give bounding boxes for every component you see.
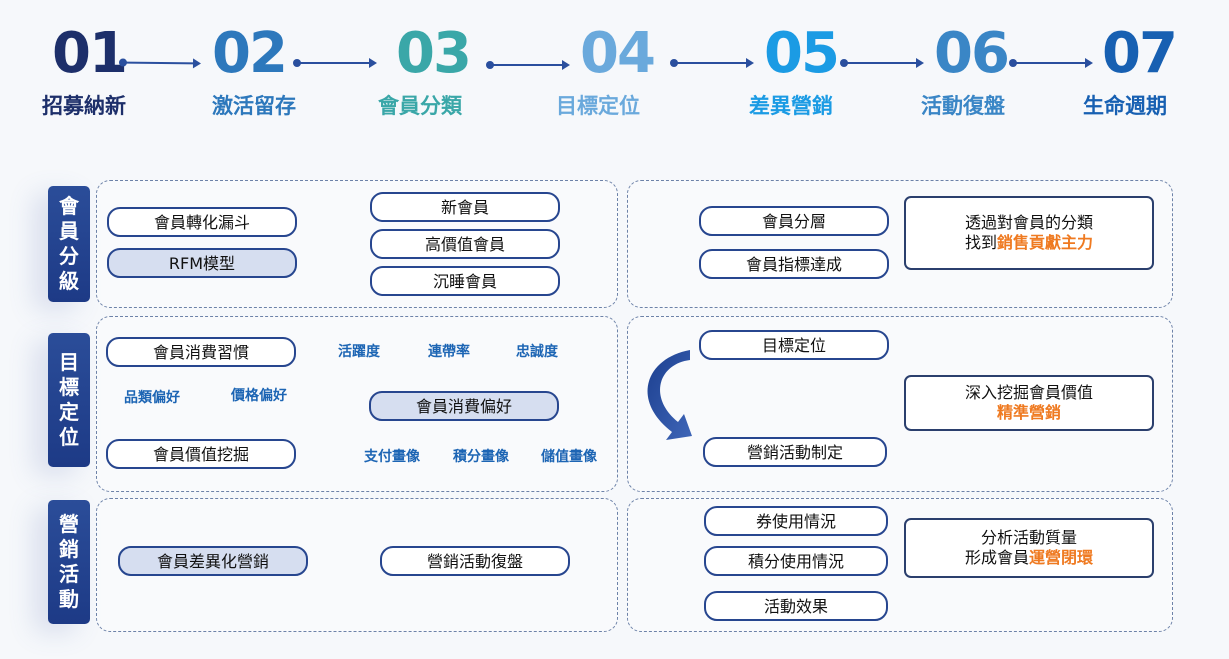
pill-consumption-habits: 會員消費習慣 <box>106 337 296 367</box>
row-tab-label: 目標定位 <box>59 350 79 449</box>
summary-line-2: 精準營銷 <box>906 403 1152 423</box>
connector-arrow-2 <box>293 58 377 68</box>
step-number-2: 02 <box>212 21 288 86</box>
keyword-price-preference: 價格偏好 <box>231 388 287 404</box>
row-tab-target-positioning: 目標定位 <box>48 333 90 467</box>
keyword-activity: 活躍度 <box>338 344 380 360</box>
summary-prefix: 形成會員 <box>964 548 1029 567</box>
row-tab-label: 營銷活動 <box>59 512 79 611</box>
summary-box-campaign: 分析活動質量 形成會員運營閉環 <box>904 518 1154 578</box>
step-label-3: 會員分類 <box>378 94 462 118</box>
summary-line-2: 找到銷售貢獻主力 <box>906 233 1152 253</box>
row-tab-member-tiering: 會員分級 <box>48 186 90 302</box>
connector-arrow-3 <box>486 60 570 70</box>
summary-prefix: 找到 <box>964 233 997 252</box>
summary-highlight: 精準營銷 <box>996 403 1061 422</box>
summary-line-1: 分析活動質量 <box>980 528 1077 547</box>
connector-arrow-5 <box>840 58 924 68</box>
connector-arrow-1 <box>118 58 202 69</box>
connector-arrow-4 <box>670 58 754 68</box>
step-label-1: 招募納新 <box>42 94 126 118</box>
keyword-payment-portrait: 支付畫像 <box>364 449 420 465</box>
pill-value-mining: 會員價值挖掘 <box>106 439 296 469</box>
pill-campaign-planning: 營銷活動制定 <box>703 437 887 467</box>
pill-new-member: 新會員 <box>370 192 560 222</box>
connector-arrow-6 <box>1009 58 1093 68</box>
step-number-7: 07 <box>1102 21 1178 86</box>
pill-differentiated-marketing: 會員差異化營銷 <box>118 546 308 576</box>
keyword-loyalty: 忠誠度 <box>516 344 558 360</box>
summary-line-1: 透過對會員的分類 <box>964 213 1093 232</box>
step-number-5: 05 <box>764 21 840 86</box>
keyword-category-preference: 品類偏好 <box>124 390 180 406</box>
step-label-7: 生命週期 <box>1083 94 1167 118</box>
pill-coupon-usage: 券使用情況 <box>704 506 888 536</box>
pill-dormant-member: 沉睡會員 <box>370 266 560 296</box>
pill-member-kpi: 會員指標達成 <box>699 249 889 279</box>
pill-member-layering: 會員分層 <box>699 206 889 236</box>
pill-target-positioning: 目標定位 <box>699 330 889 360</box>
pill-points-usage: 積分使用情況 <box>704 546 888 576</box>
step-number-1: 01 <box>52 21 128 86</box>
keyword-attach-rate: 連帶率 <box>428 344 470 360</box>
step-label-6: 活動復盤 <box>921 94 1005 118</box>
summary-highlight: 運營閉環 <box>1029 548 1094 567</box>
pill-conversion-funnel: 會員轉化漏斗 <box>107 207 297 237</box>
step-label-5: 差異營銷 <box>749 94 833 118</box>
pill-rfm-model: RFM模型 <box>107 248 297 278</box>
summary-line-2: 形成會員運營閉環 <box>906 548 1152 568</box>
pill-high-value-member: 高價值會員 <box>370 229 560 259</box>
summary-line-1: 深入挖掘會員價值 <box>964 383 1093 402</box>
row-tab-label: 會員分級 <box>59 194 79 293</box>
summary-box-positioning: 深入挖掘會員價值 精準營銷 <box>904 375 1154 431</box>
keyword-stored-value-portrait: 儲值畫像 <box>541 449 597 465</box>
pill-campaign-effect: 活動效果 <box>704 591 888 621</box>
pill-consumption-preference: 會員消費偏好 <box>369 391 559 421</box>
step-label-2: 激活留存 <box>212 94 296 118</box>
step-label-4: 目標定位 <box>556 94 640 118</box>
row-tab-marketing-campaign: 營銷活動 <box>48 500 90 624</box>
step-number-3: 03 <box>396 21 472 86</box>
step-number-6: 06 <box>934 21 1010 86</box>
summary-highlight: 銷售貢獻主力 <box>997 233 1094 252</box>
step-number-4: 04 <box>580 21 656 86</box>
keyword-points-portrait: 積分畫像 <box>453 449 509 465</box>
curved-arrow-icon <box>647 350 692 440</box>
pill-campaign-review: 營銷活動復盤 <box>380 546 570 576</box>
summary-box-tiering: 透過對會員的分類 找到銷售貢獻主力 <box>904 196 1154 270</box>
